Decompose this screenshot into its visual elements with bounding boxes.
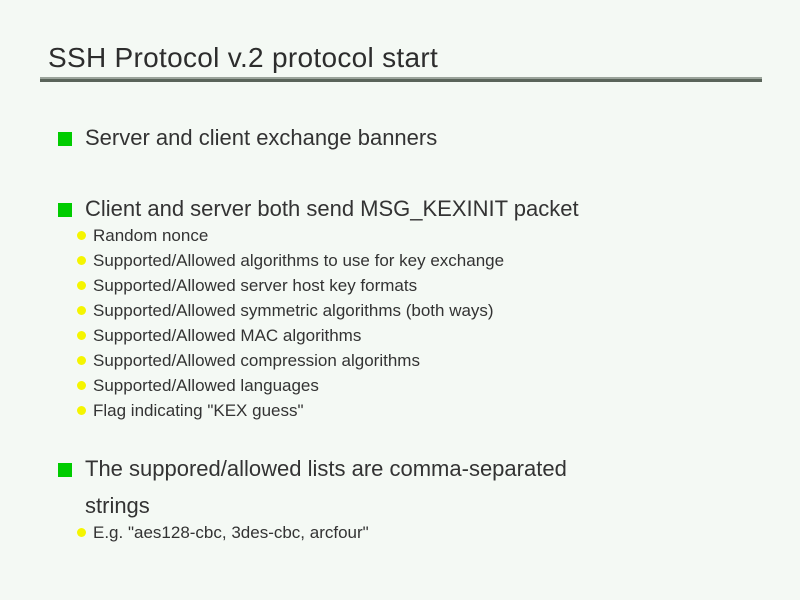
bullet-text-continuation: strings bbox=[85, 493, 150, 518]
yellow-dot-bullet-icon bbox=[77, 331, 86, 340]
sub-bullet-text: Random nonce bbox=[93, 226, 209, 245]
yellow-dot-bullet-icon bbox=[77, 381, 86, 390]
sub-bullet-text: Supported/Allowed symmetric algorithms (… bbox=[93, 301, 494, 320]
sub-bullet-row: Supported/Allowed server host key format… bbox=[77, 276, 417, 295]
sub-bullet-text: Supported/Allowed MAC algorithms bbox=[93, 326, 362, 345]
sub-bullet-row: Supported/Allowed compression algorithms bbox=[77, 351, 420, 370]
yellow-dot-bullet-icon bbox=[77, 231, 86, 240]
green-square-bullet-icon bbox=[58, 463, 72, 477]
sub-bullet-text: Supported/Allowed server host key format… bbox=[93, 276, 418, 295]
bullet-text: Server and client exchange banners bbox=[85, 125, 438, 150]
green-square-bullet-icon bbox=[58, 203, 72, 217]
slide-title: SSH Protocol v.2 protocol start bbox=[48, 42, 439, 73]
yellow-dot-bullet-icon bbox=[77, 406, 86, 415]
bullet-row-lists: The suppored/allowed lists are comma-sep… bbox=[58, 455, 567, 483]
sub-bullet-text: Supported/Allowed languages bbox=[93, 376, 319, 395]
sub-bullet-text: E.g. "aes128-cbc, 3des-cbc, arcfour" bbox=[93, 523, 369, 542]
yellow-dot-bullet-icon bbox=[77, 306, 86, 315]
yellow-dot-bullet-icon bbox=[77, 528, 86, 537]
yellow-dot-bullet-icon bbox=[77, 356, 86, 365]
sub-bullet-row: Supported/Allowed algorithms to use for … bbox=[77, 251, 504, 270]
title-underline bbox=[40, 77, 762, 82]
bullet-row-kexinit: Client and server both send MSG_KEXINIT … bbox=[58, 195, 579, 223]
sub-bullet-row: Random nonce bbox=[77, 226, 208, 245]
sub-bullet-text: Flag indicating "KEX guess" bbox=[93, 401, 304, 420]
sub-bullet-row: Supported/Allowed MAC algorithms bbox=[77, 326, 361, 345]
sub-bullet-row: Flag indicating "KEX guess" bbox=[77, 401, 304, 420]
sub-bullet-row-example: E.g. "aes128-cbc, 3des-cbc, arcfour" bbox=[77, 523, 369, 542]
sub-bullet-text: Supported/Allowed compression algorithms bbox=[93, 351, 420, 370]
bullet-row-banners: Server and client exchange banners bbox=[58, 124, 437, 152]
bullet-text: Client and server both send MSG_KEXINIT … bbox=[85, 196, 579, 221]
sub-bullet-text: Supported/Allowed algorithms to use for … bbox=[93, 251, 505, 270]
sub-bullet-row: Supported/Allowed symmetric algorithms (… bbox=[77, 301, 494, 320]
yellow-dot-bullet-icon bbox=[77, 281, 86, 290]
bullet-text: The suppored/allowed lists are comma-sep… bbox=[85, 456, 567, 481]
sub-bullet-row: Supported/Allowed languages bbox=[77, 376, 319, 395]
green-square-bullet-icon bbox=[58, 132, 72, 146]
yellow-dot-bullet-icon bbox=[77, 256, 86, 265]
